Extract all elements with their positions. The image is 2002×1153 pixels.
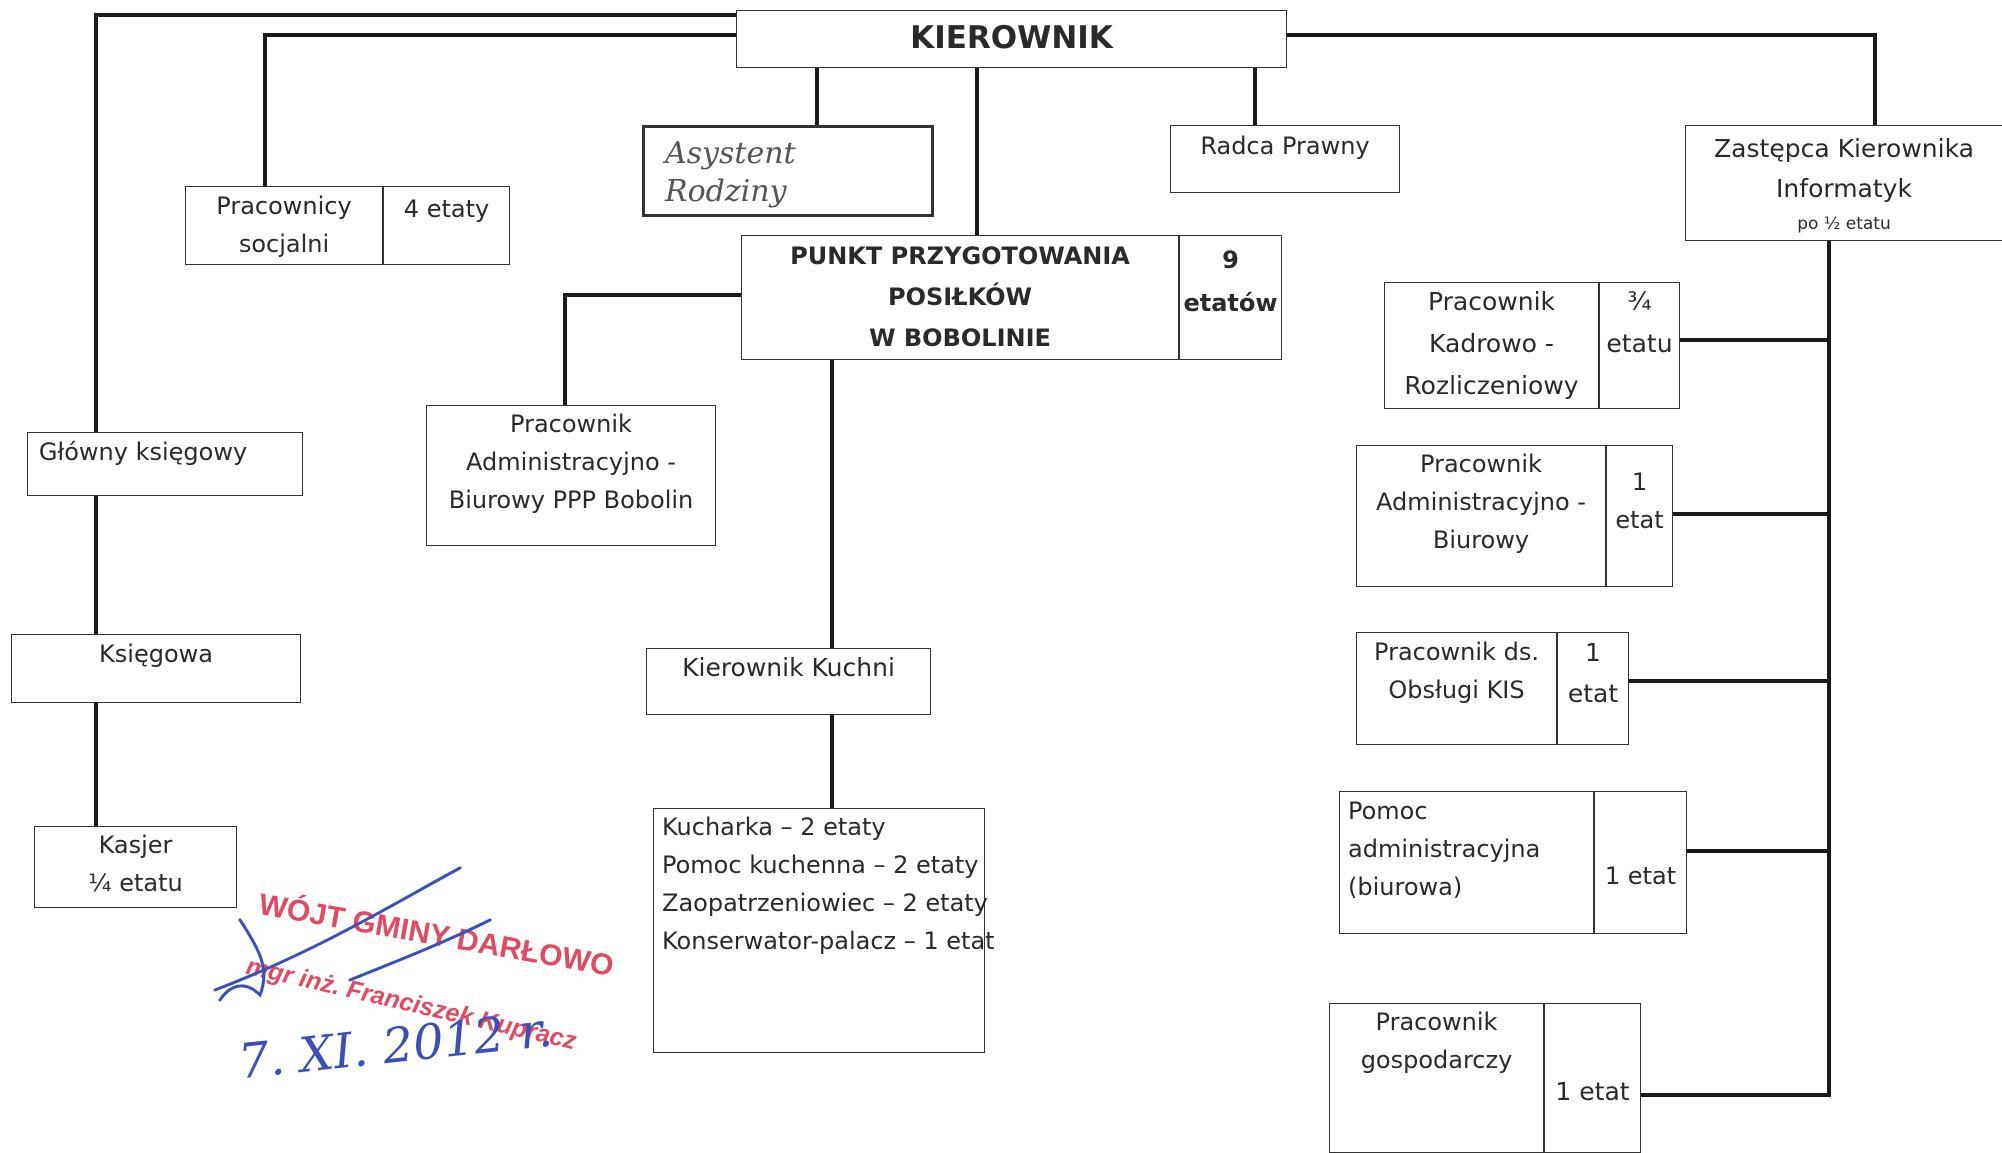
hr-worker-line3: Rozliczeniowy [1404,371,1579,400]
meal-point-line3: W BOBOLINIE [869,324,1051,352]
maintenance-worker-divider [1543,1004,1545,1152]
admin-worker-count1: 1 [1631,468,1648,496]
admin-help-line3: (biurowa) [1348,873,1463,901]
kitchen-staff-item: Zaopatrzeniowiec – 2 etaty [662,889,988,917]
admin-help-line2: administracyjna [1348,835,1541,863]
kis-worker-count1: 1 [1585,638,1601,667]
admin-worker-line1: Pracownik [1420,450,1542,478]
kis-worker-divider [1556,633,1558,744]
meal-point-box: PUNKT PRZYGOTOWANIA POSIŁKÓW W BOBOLINIE… [741,235,1282,360]
cashier-box: Kasjer ¼ etatu [34,826,237,908]
maintenance-worker-line1: Pracownik [1375,1008,1498,1036]
meal-point-line1: PUNKT PRZYGOTOWANIA [790,242,1130,270]
family-assistant-box: Asystent Rodziny [642,125,934,217]
maintenance-worker-line2: gospodarczy [1360,1046,1513,1074]
meal-point-line2: POSIŁKÓW [887,283,1032,311]
kis-worker-line2: Obsługi KIS [1388,676,1525,704]
deputy-line3: po ½ etatu [1797,214,1891,234]
social-workers-divider [382,187,384,264]
social-workers-line2: socjalni [238,230,330,258]
hr-worker-box: Pracownik Kadrowo - Rozliczeniowy ¾ etat… [1384,282,1680,409]
hr-worker-count1: ¾ [1627,287,1652,316]
cashier-line2: ¼ etatu [88,869,183,897]
admin-worker-line3: Biurowy [1432,526,1530,554]
kis-worker-line1: Pracownik ds. [1374,638,1539,666]
maintenance-worker-count: 1 etat [1555,1077,1630,1106]
director-box: KIEROWNIK [736,10,1287,68]
hr-worker-count2: etatu [1606,329,1673,358]
ppp-admin-line1: Pracownik [510,410,632,438]
deputy-director-box: Zastępca Kierownika Informatyk po ½ etat… [1685,125,2002,241]
deputy-line1: Zastępca Kierownika [1714,134,1974,163]
admin-help-divider [1593,792,1595,933]
social-workers-count: 4 etaty [403,195,490,223]
director-title: KIEROWNIK [910,20,1113,56]
meal-point-count1: 9 [1222,246,1239,274]
kis-worker-box: Pracownik ds. Obsługi KIS 1 etat [1356,632,1629,745]
kitchen-staff-box: Kucharka – 2 etaty Pomoc kuchenna – 2 et… [653,808,995,1053]
chief-accountant-label: Główny księgowy [38,438,248,466]
admin-worker-box: Pracownik Administracyjno - Biurowy 1 et… [1356,445,1673,587]
hr-worker-divider [1598,283,1600,408]
hr-worker-line2: Kadrowo - [1429,329,1554,358]
kis-worker-count2: etat [1567,679,1619,708]
hr-worker-line1: Pracownik [1428,287,1555,316]
kitchen-staff-item: Konserwator-palacz – 1 etat [662,927,995,955]
deputy-line2: Informatyk [1776,174,1912,203]
admin-help-box: Pomoc administracyjna (biurowa) 1 etat [1339,791,1687,934]
admin-help-count: 1 etat [1604,862,1677,890]
legal-advisor-label: Radca Prawny [1200,132,1370,160]
signature [213,866,492,1002]
accountant-box: Księgowa [11,634,301,703]
admin-worker-divider [1605,446,1607,586]
ppp-admin-line2: Administracyjno - [466,448,676,476]
social-workers-box: Pracownicy socjalni 4 etaty [185,186,510,265]
meal-point-divider [1178,236,1180,359]
chief-accountant-box: Główny księgowy [27,432,303,496]
maintenance-worker-box: Pracownik gospodarczy 1 etat [1329,1003,1641,1153]
admin-worker-line2: Administracyjno - [1376,488,1586,516]
kitchen-staff-item: Kucharka – 2 etaty [662,813,886,841]
ppp-admin-line3: Biurowy PPP Bobolin [448,486,694,514]
kitchen-staff-item: Pomoc kuchenna – 2 etaty [662,851,979,879]
kitchen-head-box: Kierownik Kuchni [646,648,931,715]
legal-advisor-box: Radca Prawny [1170,125,1400,193]
family-assistant-line1: Asystent [665,136,796,171]
admin-worker-count2: etat [1615,506,1664,534]
social-workers-line1: Pracownicy [216,192,352,220]
ppp-admin-box: Pracownik Administracyjno - Biurowy PPP … [426,405,716,546]
admin-help-line1: Pomoc [1348,797,1428,825]
family-assistant-line2: Rodziny [665,174,787,209]
kitchen-head-label: Kierownik Kuchni [682,653,895,682]
accountant-label: Księgowa [99,640,213,668]
meal-point-count2: etatów [1183,289,1278,317]
cashier-line1: Kasjer [98,831,173,859]
